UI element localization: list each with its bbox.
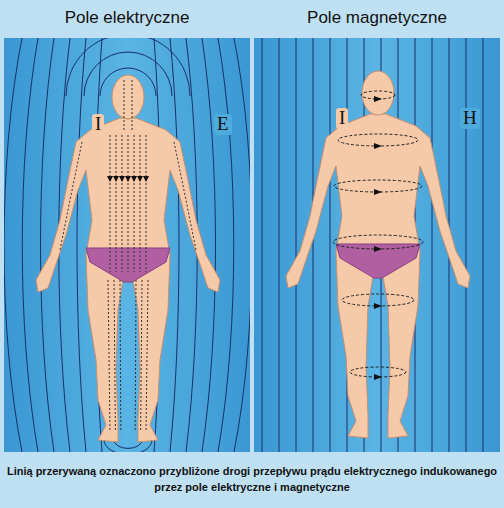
current-path bbox=[146, 280, 148, 432]
field-line bbox=[234, 38, 250, 452]
current-path bbox=[114, 280, 115, 432]
current-loop bbox=[333, 235, 423, 249]
current-path bbox=[116, 135, 117, 272]
field-label: I bbox=[336, 108, 348, 129]
current-path bbox=[135, 280, 137, 432]
caption: Linią przerywaną oznaczono przybliżone d… bbox=[6, 464, 498, 496]
current-path bbox=[174, 142, 196, 250]
field-line bbox=[4, 38, 22, 452]
current-loop bbox=[338, 134, 418, 146]
field-line bbox=[466, 38, 467, 452]
current-path bbox=[108, 280, 110, 432]
field-line bbox=[202, 38, 216, 452]
current-arrow bbox=[143, 176, 149, 182]
current-arrow bbox=[125, 176, 131, 182]
field-line bbox=[170, 38, 179, 452]
current-arrow bbox=[374, 96, 382, 102]
field-line bbox=[279, 38, 280, 452]
current-arrow bbox=[374, 189, 382, 195]
field-line bbox=[330, 38, 331, 452]
current-arrow bbox=[374, 143, 382, 149]
current-arrow bbox=[113, 176, 119, 182]
current-path bbox=[60, 142, 82, 250]
current-loop bbox=[342, 294, 414, 306]
panel: Pole magnetyczne bbox=[254, 0, 500, 38]
current-path bbox=[132, 80, 133, 130]
current-path bbox=[140, 135, 141, 272]
current-loop bbox=[334, 180, 422, 192]
field-line bbox=[483, 38, 484, 452]
field-label: I bbox=[92, 114, 104, 135]
current-path bbox=[110, 135, 111, 272]
field-line bbox=[218, 38, 234, 452]
current-path bbox=[134, 135, 135, 272]
panel-heading: Pole elektryczne bbox=[4, 0, 250, 34]
field-line bbox=[432, 38, 433, 452]
panel-heading: Pole magnetyczne bbox=[254, 0, 500, 34]
panel: Pole elektryczne bbox=[4, 0, 250, 38]
field-label: E bbox=[214, 114, 232, 135]
current-path bbox=[146, 135, 147, 272]
current-arrow bbox=[374, 303, 382, 309]
current-arrow bbox=[374, 374, 382, 380]
current-arrow bbox=[137, 176, 143, 182]
current-path bbox=[128, 135, 129, 272]
current-path bbox=[141, 280, 142, 432]
current-arrow bbox=[119, 176, 125, 182]
field-line bbox=[313, 38, 314, 452]
field-line bbox=[296, 38, 297, 452]
current-path bbox=[122, 135, 123, 272]
current-path bbox=[124, 80, 125, 130]
field-line bbox=[77, 38, 86, 452]
current-arrow bbox=[374, 246, 382, 252]
field-label: H bbox=[460, 108, 480, 129]
current-arrow bbox=[107, 176, 113, 182]
current-path bbox=[120, 280, 122, 432]
field-line bbox=[22, 38, 38, 452]
field-line bbox=[262, 38, 263, 452]
field-line bbox=[41, 38, 55, 452]
current-arrow bbox=[131, 176, 137, 182]
